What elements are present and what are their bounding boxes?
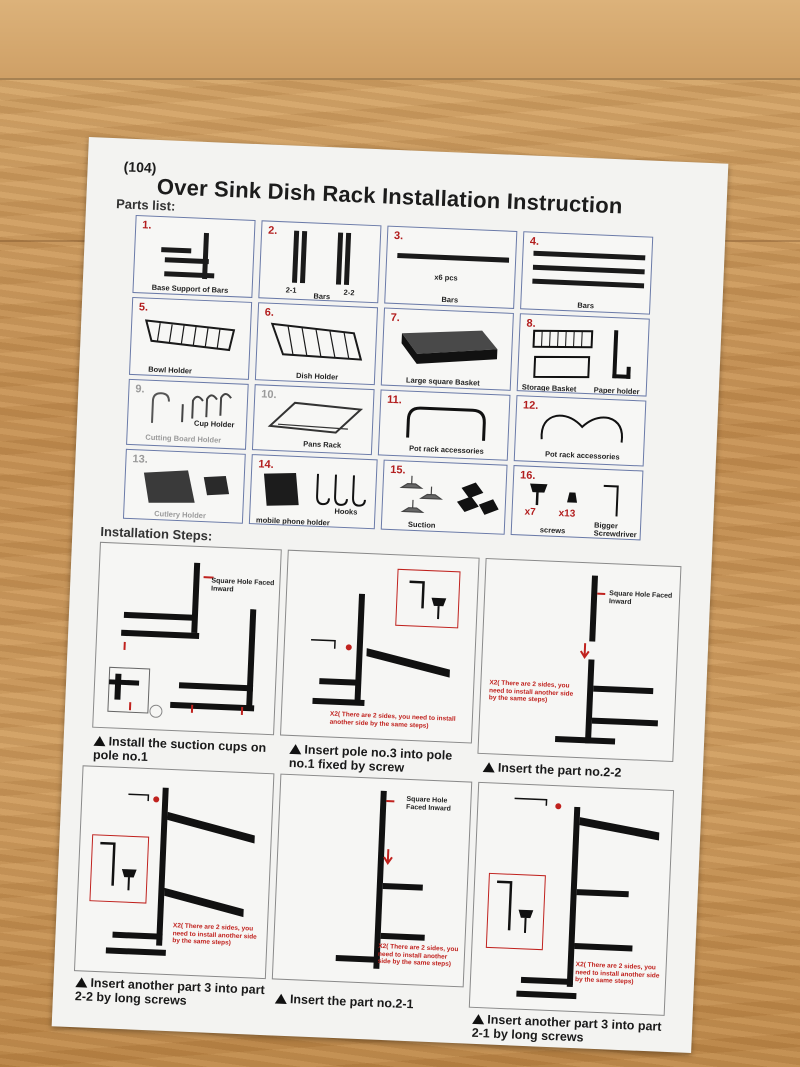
part-9-cell: 9. Cup Holder Cutting Board Holder [126, 378, 249, 450]
step-6-diagram [485, 797, 660, 1000]
triangle-bullet-icon [289, 743, 302, 755]
triangle-bullet-icon [274, 993, 288, 1005]
phone-holder-and-hooks-icon [263, 472, 366, 507]
pot-rack-accessory-icon [406, 406, 486, 441]
part-15-cell: 15. Suction [380, 459, 508, 535]
triangle-bullet-icon [472, 1013, 485, 1025]
bars-4-icon [532, 250, 646, 289]
step-5-caption: Insert the part no.2-1 [274, 992, 465, 1014]
triangle-bullet-icon [75, 977, 88, 988]
part-16-cell: 16. x7 x13 screws Bigger Screwdriver [510, 465, 644, 541]
suction-cup-icon [399, 475, 499, 515]
step-1-panel: Square Hole Faced Inward [92, 541, 282, 736]
dish-holder-icon [270, 322, 363, 361]
bowl-holder-icon [144, 319, 236, 352]
pot-hook-icon [540, 414, 624, 443]
screws-and-screwdriver-icon [530, 483, 619, 517]
base-support-icon [161, 232, 215, 280]
part-11-cell: 11. Pot rack accessories [377, 389, 511, 461]
step-3-caption: Insert the part no.2-2 [482, 760, 673, 782]
large-square-basket-icon [401, 330, 498, 364]
cup-holder-icon [150, 392, 232, 423]
cutlery-holder-icon [143, 470, 230, 503]
bars-2-icon [291, 230, 352, 286]
part-8-cell: 8. Storage Basket Paper holder [516, 313, 650, 397]
step-1-diagram [107, 562, 257, 718]
part-2-cell: 2. 2-1 Bars 2-2 [258, 220, 382, 304]
parts-heading: Parts list: [115, 196, 176, 214]
part-13-cell: 13. Cutlery Holder [122, 448, 246, 524]
step-5-panel: Square Hole Faced Inward X2( There are 2… [271, 773, 473, 988]
part-1-cell: 1. Base Support of Bars [132, 215, 256, 298]
step-4-diagram [89, 787, 255, 956]
step-3-panel: Square Hole Faced Inward X2( There are 2… [477, 557, 682, 763]
step-2-caption: Insert pole no.3 into pole no.1 fixed by… [288, 742, 453, 775]
pans-rack-icon [267, 401, 364, 434]
table-plank-edge [0, 0, 800, 80]
page-number: (104) [123, 158, 157, 176]
steps-heading: Installation Steps: [100, 523, 213, 544]
bar-3-icon [397, 253, 510, 263]
part-14-cell: 14. Hooks mobile phone holder [248, 454, 378, 530]
step-6-caption: Insert another part 3 into part 2-1 by l… [471, 1012, 662, 1045]
part-12-cell: 12. Pot rack accessories [513, 395, 647, 467]
part-4-cell: 4. Bars [520, 231, 654, 315]
step-4-panel: X2( There are 2 sides, you need to insta… [73, 765, 275, 980]
step-2-diagram [311, 568, 461, 707]
part-10-cell: 10. Pans Rack [251, 384, 375, 456]
step-1-caption: Install the suction cups on pole no.1 [92, 734, 267, 764]
sheet-title: Over Sink Dish Rack Installation Instruc… [156, 173, 624, 219]
part-3-cell: 3. x6 pcs Bars [384, 225, 518, 309]
step-3-diagram [554, 575, 658, 745]
triangle-bullet-icon [93, 735, 106, 747]
step-2-panel: X2( There are 2 sides, you need to insta… [280, 549, 480, 744]
part-6-cell: 6. Dish Holder [254, 302, 379, 386]
part-5-cell: 5. Bowl Holder [128, 296, 253, 380]
triangle-bullet-icon [482, 762, 496, 773]
step-4-caption: Insert another part 3 into part 2-2 by l… [74, 975, 265, 1008]
storage-basket-icon [532, 329, 631, 379]
part-7-cell: 7. Large square Basket [380, 307, 514, 391]
instruction-sheet: (104) Over Sink Dish Rack Installation I… [51, 136, 729, 1054]
step-5-diagram [335, 790, 425, 969]
step-6-panel: X2( There are 2 sides, you need to insta… [468, 781, 675, 1016]
